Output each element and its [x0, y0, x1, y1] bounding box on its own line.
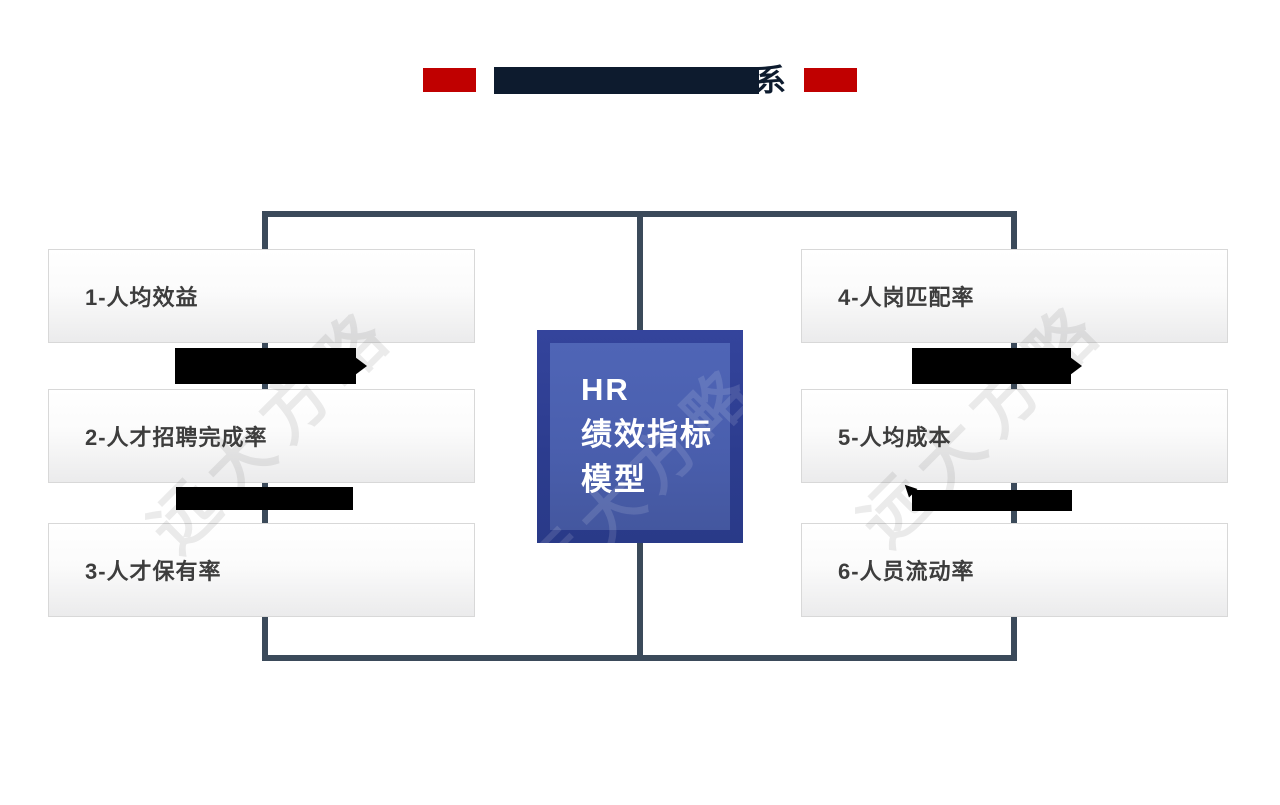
redacted-label-bar-5 — [900, 480, 1072, 511]
page-title: 系 — [494, 65, 786, 96]
title-accent-left — [423, 68, 476, 92]
hub-title-line-3: 模型 — [581, 462, 647, 497]
hub-title-line-2: 绩效指标 — [581, 417, 713, 452]
title-redaction-bar — [494, 66, 759, 94]
metric-box-6: 6-人员流动率 — [801, 523, 1228, 617]
hub-box-inner: 远大方略 HR 绩效指标 模型 — [537, 343, 743, 543]
metric-box-1: 1-人均效益 — [48, 249, 475, 343]
arrow-up-left-icon — [900, 480, 918, 498]
connector-bottom-line — [262, 655, 1017, 661]
redacted-label-bar-2 — [176, 487, 353, 510]
metric-box-2: 2-人才招聘完成率 — [48, 389, 475, 483]
metric-box-3: 3-人才保有率 — [48, 523, 475, 617]
hub-box: 远大方略 HR 绩效指标 模型 — [537, 330, 743, 543]
arrow-right-icon — [1070, 357, 1082, 375]
metric-label-2: 2-人才招聘完成率 — [85, 425, 268, 450]
metric-box-4: 4-人岗匹配率 — [801, 249, 1228, 343]
metric-label-1: 1-人均效益 — [85, 285, 199, 310]
slide-title-row: 系 — [0, 56, 1280, 104]
metric-label-4: 4-人岗匹配率 — [838, 285, 975, 310]
metric-box-5: 5-人均成本 — [801, 389, 1228, 483]
redacted-label-bar-4 — [912, 348, 1082, 384]
title-accent-right — [804, 68, 857, 92]
redacted-label-bar-1 — [175, 348, 367, 384]
metric-label-6: 6-人员流动率 — [838, 559, 975, 584]
title-visible-text: 系 — [755, 62, 786, 98]
hub-title-line-1: HR — [581, 372, 630, 407]
metric-label-5: 5-人均成本 — [838, 425, 952, 450]
arrow-right-icon — [355, 357, 367, 375]
metric-label-3: 3-人才保有率 — [85, 559, 222, 584]
hub-title: HR 绩效指标 模型 — [581, 367, 713, 502]
